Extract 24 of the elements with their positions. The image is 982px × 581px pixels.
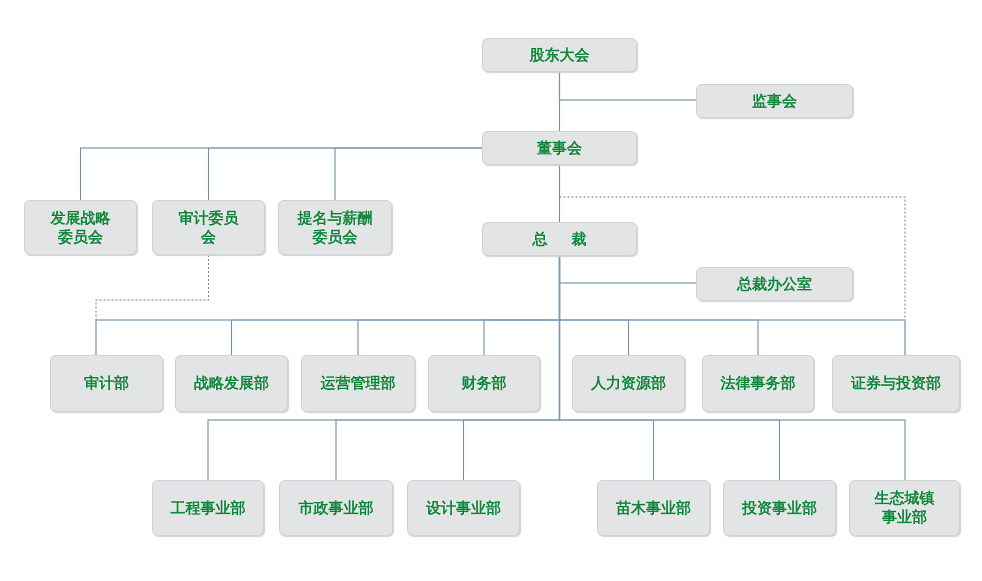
- org-box: 证券与投资部: [832, 355, 960, 412]
- org-box: 发展战略委员会: [24, 200, 137, 255]
- org-box: 设计事业部: [407, 480, 520, 536]
- org-box: 投资事业部: [723, 480, 836, 536]
- connector-line: [558, 165, 560, 222]
- org-box: 提名与薪酬委员会: [278, 200, 392, 255]
- org-box: 审计部: [50, 355, 163, 412]
- org-box: 战略发展部: [175, 355, 288, 412]
- org-box: 监事会: [696, 84, 853, 118]
- org-box: 审计委员会: [152, 200, 265, 255]
- org-box: 运营管理部: [301, 355, 415, 412]
- org-box: 股东大会: [482, 38, 637, 72]
- org-box: 董事会: [482, 131, 637, 165]
- org-box: 财务部: [428, 355, 540, 412]
- org-box: 总裁: [482, 222, 637, 256]
- org-box: 总裁办公室: [696, 267, 853, 301]
- connector-line: [334, 147, 482, 200]
- connector-line: [558, 72, 560, 131]
- org-box: 苗木事业部: [597, 480, 710, 536]
- org-box: 市政事业部: [279, 480, 393, 536]
- org-box: 生态城镇事业部: [849, 480, 960, 536]
- org-box: 人力资源部: [572, 355, 685, 412]
- org-box: 法律事务部: [702, 355, 814, 412]
- org-box: 工程事业部: [152, 480, 264, 536]
